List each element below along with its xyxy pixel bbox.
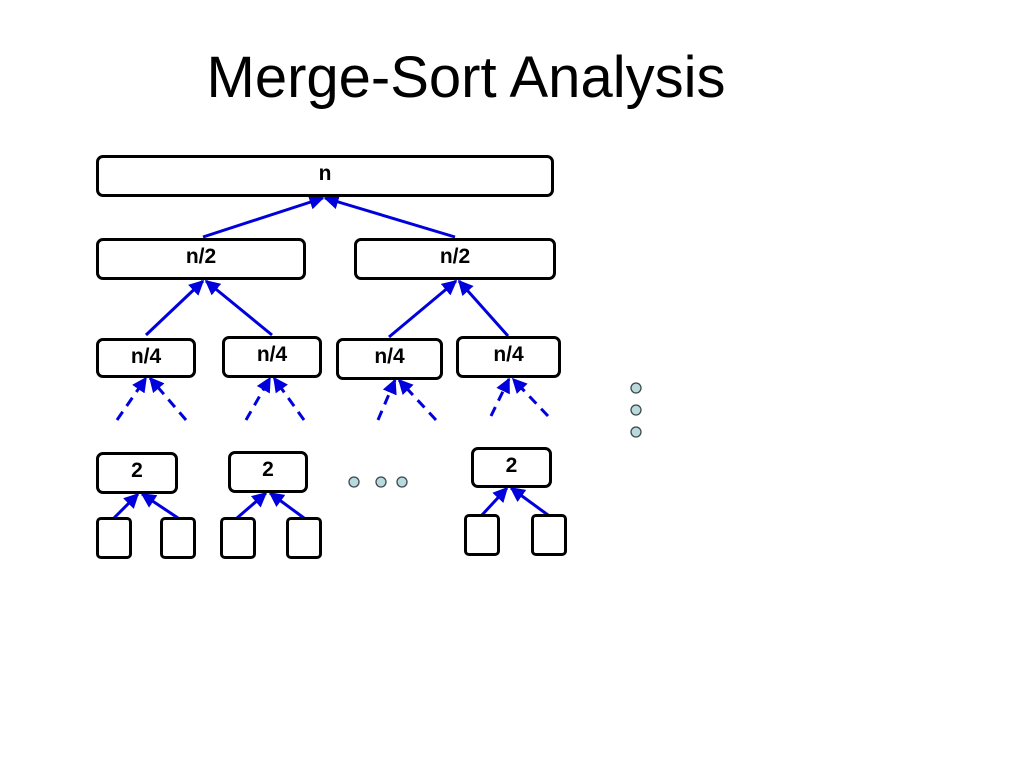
edge-arrow	[144, 279, 205, 337]
tree-node-level2: n/4	[96, 338, 196, 378]
node-label: 2	[505, 454, 518, 477]
edge-arrow	[268, 491, 305, 520]
edge-arrow	[236, 491, 268, 520]
ellipsis-dot	[348, 476, 360, 488]
node-label: 2	[131, 459, 143, 482]
edge-arrow	[202, 195, 325, 239]
dashed-edge	[244, 376, 272, 421]
ellipsis-dot	[630, 404, 642, 416]
node-label: n/2	[439, 245, 471, 268]
tree-node-level1: n/2	[96, 238, 306, 280]
tree-node-base: 2	[96, 452, 178, 494]
tree-leaf	[531, 514, 567, 556]
tree-leaf	[160, 517, 196, 559]
node-label: n/4	[256, 343, 288, 366]
tree-node-base: 2	[471, 447, 552, 488]
tree-leaf	[96, 517, 132, 559]
dashed-edge	[148, 376, 188, 421]
slide-title: Merge-Sort Analysis	[206, 45, 726, 110]
ellipsis-dot	[630, 426, 642, 438]
dashed-edge	[376, 378, 397, 421]
tree-leaf	[464, 514, 500, 556]
node-label: n	[318, 162, 332, 185]
dashed-edge	[397, 378, 438, 422]
tree-node-level1: n/2	[354, 238, 556, 280]
tree-node-level2: n/4	[456, 336, 561, 378]
dashed-edge	[489, 377, 511, 417]
edge-arrow	[112, 492, 140, 520]
node-label: n/4	[374, 345, 405, 368]
dashed-edge	[272, 376, 306, 421]
tree-node-level2: n/4	[222, 336, 322, 378]
dashed-edge	[511, 377, 550, 418]
tree-node-level2: n/4	[336, 338, 443, 380]
node-label: n/4	[493, 343, 524, 366]
tree-node-root: n	[96, 155, 554, 197]
edge-arrow	[388, 279, 458, 339]
ellipsis-dot	[630, 382, 642, 394]
node-label: n/4	[130, 345, 162, 368]
node-label: 2	[262, 458, 274, 481]
node-label: n/2	[185, 245, 217, 268]
edge-arrow	[204, 279, 273, 337]
ellipsis-dot	[375, 476, 387, 488]
dashed-edge	[115, 376, 148, 421]
ellipsis-dot	[396, 476, 408, 488]
tree-node-base: 2	[228, 451, 308, 493]
edge-arrow	[480, 486, 509, 517]
edge-arrow	[140, 492, 179, 520]
tree-leaf	[286, 517, 322, 559]
edge-arrow	[509, 486, 549, 517]
edge-arrow	[457, 279, 510, 337]
tree-leaf	[220, 517, 256, 559]
edge-arrow	[323, 194, 456, 239]
